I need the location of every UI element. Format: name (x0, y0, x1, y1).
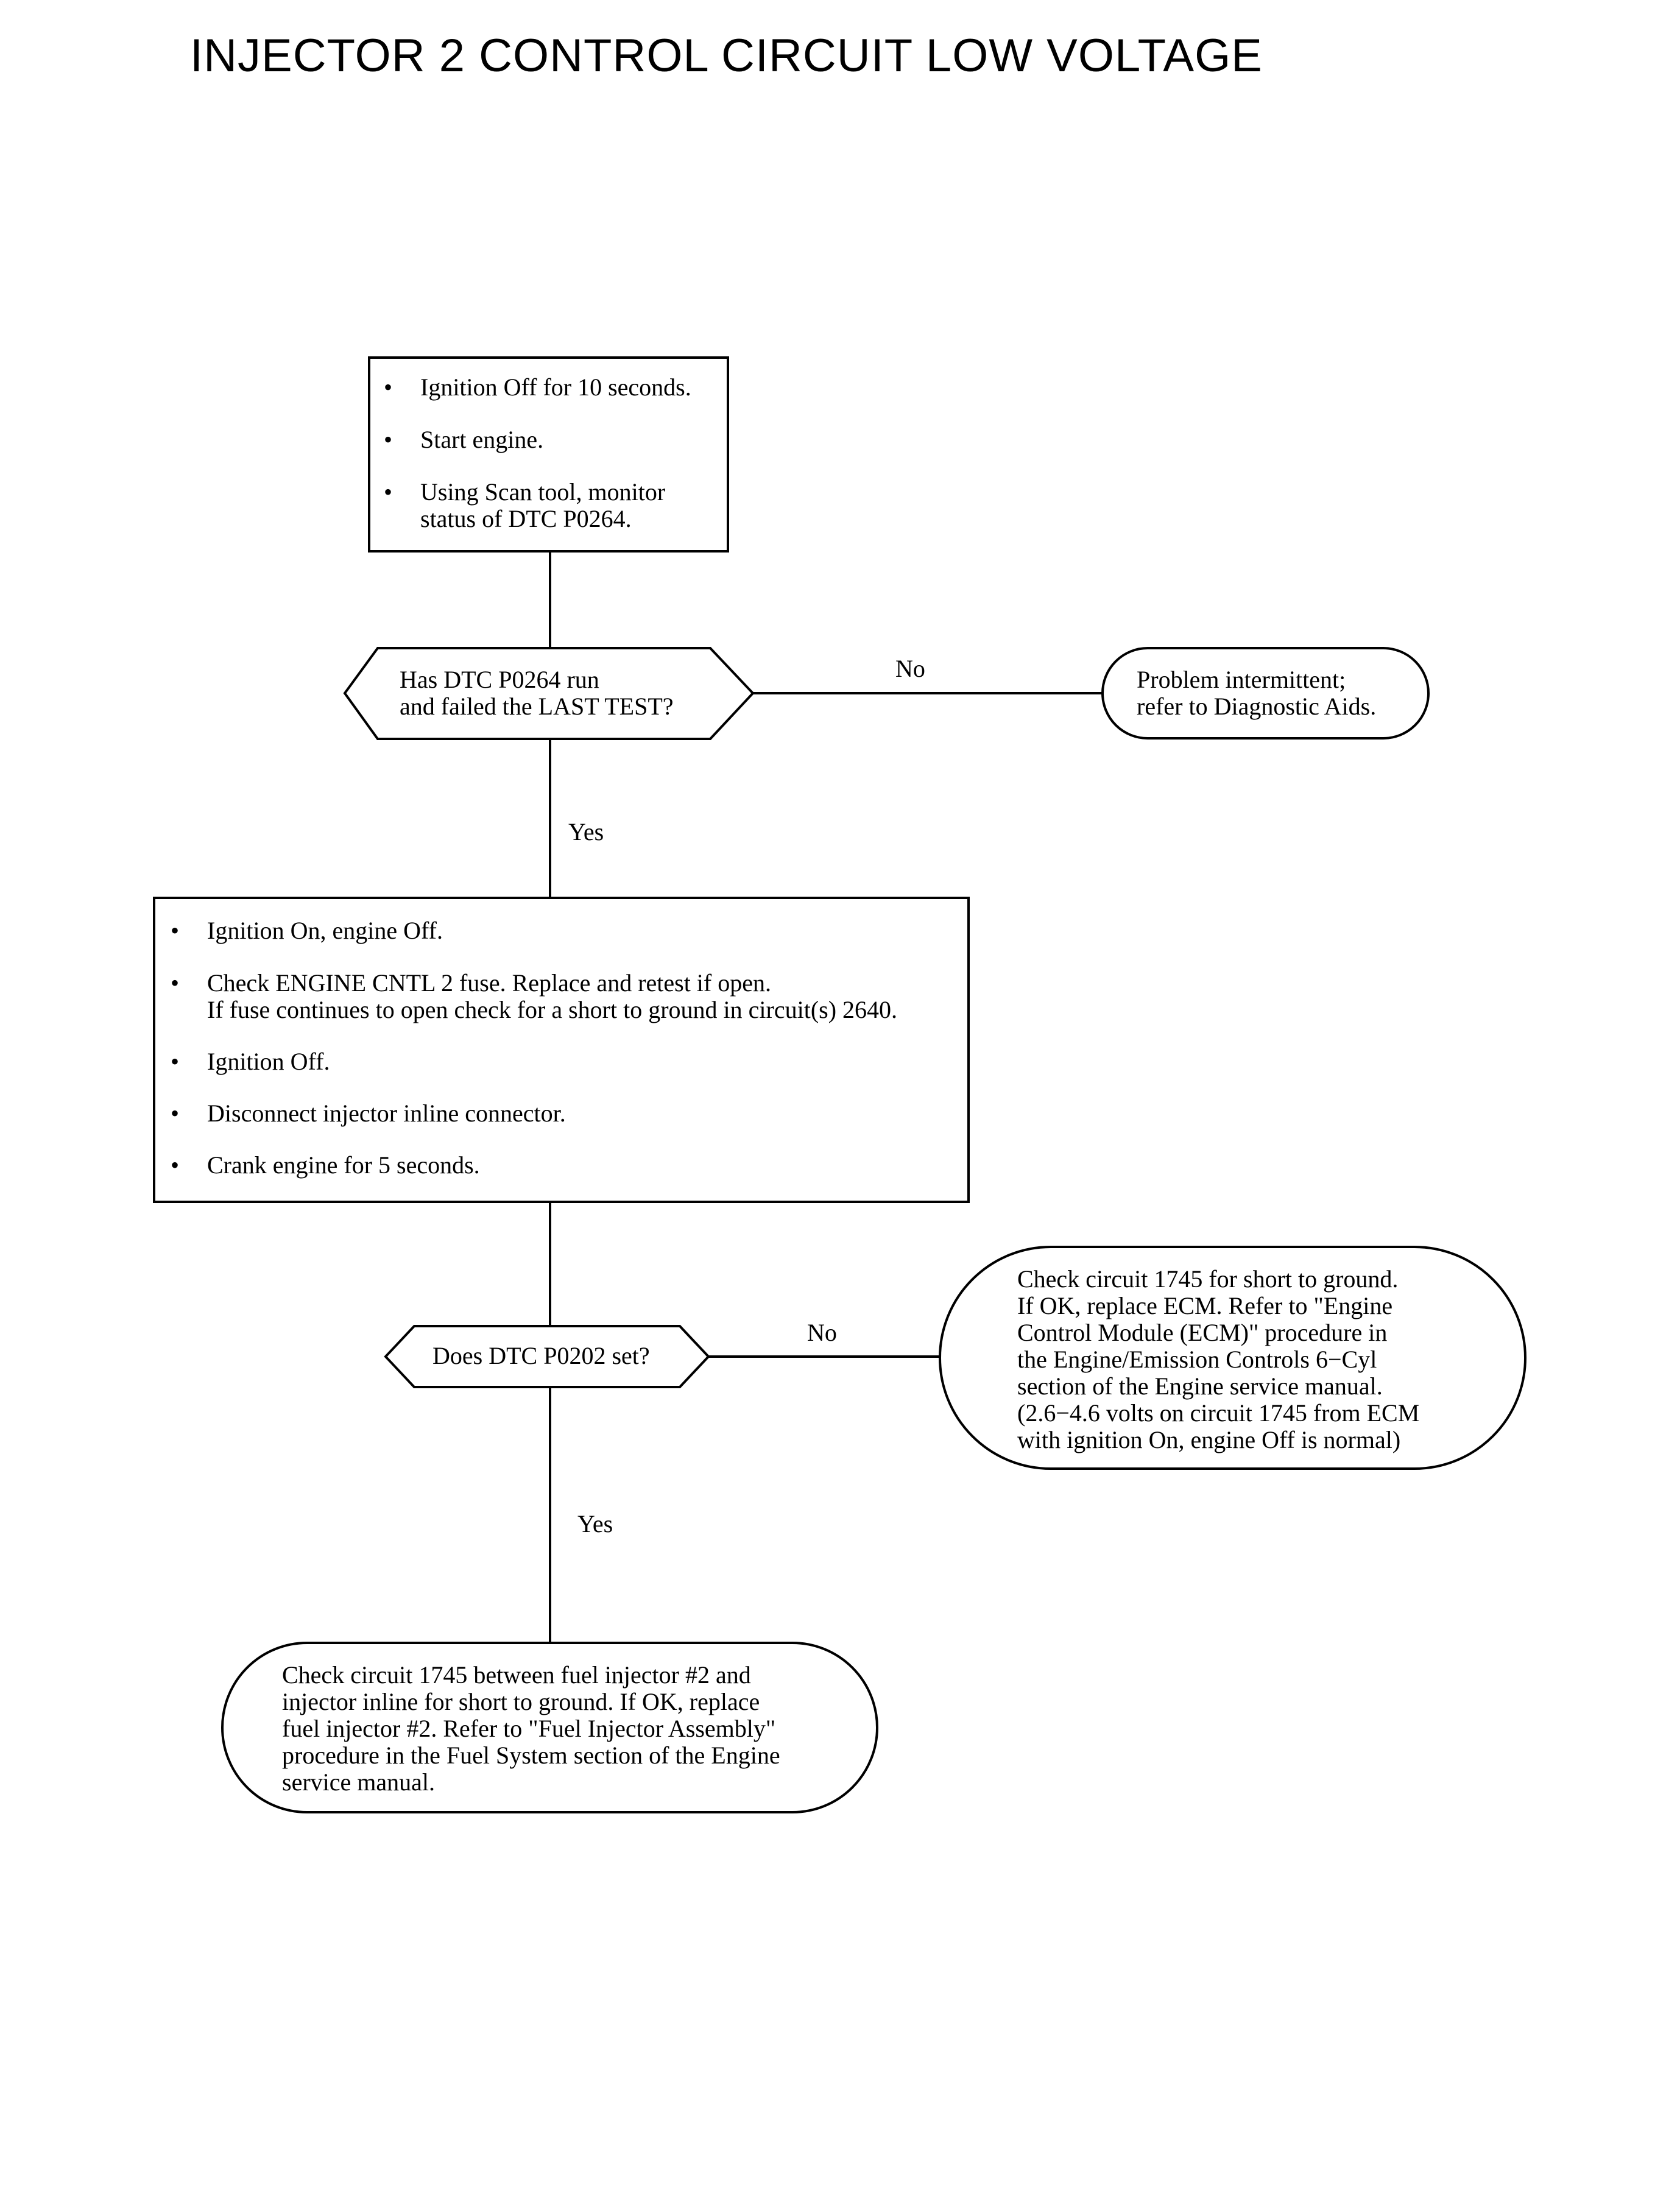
bullet-icon: • (384, 426, 393, 453)
box2-item: • Ignition Off. (171, 1048, 1060, 1075)
terminal1-text: Problem intermittent; refer to Diagnosti… (1137, 666, 1376, 720)
terminal2-line: Control Module (ECM)" procedure in (1017, 1319, 1388, 1346)
terminal-check-1745-ecm (939, 1246, 1526, 1470)
step-box-2 (153, 897, 970, 1203)
terminal2-line: (2.6−4.6 volts on circuit 1745 from ECM (1017, 1399, 1420, 1427)
terminal2-line: If OK, replace ECM. Refer to "Engine (1017, 1292, 1393, 1319)
box2-item: • Ignition On, engine Off. (171, 917, 1060, 944)
decision-diamond-2 (384, 1325, 710, 1388)
box2-item: • Check ENGINE CNTL 2 fuse. Replace and … (171, 969, 1060, 1023)
decision-diamond-1 (343, 647, 755, 740)
box1-item: • Ignition Off for 10 seconds. (384, 373, 1273, 401)
label-yes-1: Yes (568, 818, 604, 846)
label-yes-2: Yes (577, 1510, 613, 1537)
decision1-text: Has DTC P0264 run and failed the LAST TE… (400, 666, 674, 720)
page-title: INJECTOR 2 CONTROL CIRCUIT LOW VOLTAGE (190, 30, 1263, 82)
box2-item: • Disconnect injector inline connector. (171, 1100, 1060, 1127)
terminal3-line: fuel injector #2. Refer to "Fuel Injecto… (282, 1715, 776, 1742)
terminal1-line: refer to Diagnostic Aids. (1137, 693, 1377, 720)
box1-item-text: Ignition Off for 10 seconds. (420, 373, 691, 401)
terminal2-line: section of the Engine service manual. (1017, 1372, 1383, 1400)
terminal3-line: service manual. (282, 1768, 435, 1796)
bullet-icon: • (171, 1151, 180, 1179)
terminal-check-injector (221, 1642, 878, 1813)
terminal2-text: Check circuit 1745 for short to ground. … (1017, 1266, 1419, 1453)
terminal3-line: injector inline for short to ground. If … (282, 1688, 760, 1715)
label-no-2: No (807, 1319, 837, 1346)
terminal2-line: with ignition On, engine Off is normal) (1017, 1426, 1401, 1453)
box1-item: • Using Scan tool, monitor status of DTC… (384, 478, 1273, 532)
bullet-icon: • (171, 1100, 180, 1127)
box1-item-text: Start engine. (420, 426, 544, 453)
box2-item-text: Check ENGINE CNTL 2 fuse. Replace and re… (207, 969, 771, 997)
terminal3-line: procedure in the Fuel System section of … (282, 1742, 780, 1769)
terminal2-line: Check circuit 1745 for short to ground. (1017, 1265, 1399, 1293)
box1-item: • Start engine. (384, 426, 1273, 453)
box1-item-text: status of DTC P0264. (420, 505, 632, 532)
terminal1-line: Problem intermittent; (1137, 666, 1346, 693)
terminal-intermittent (1101, 647, 1430, 740)
terminal2-line: the Engine/Emission Controls 6−Cyl (1017, 1346, 1377, 1373)
bullet-icon: • (171, 917, 180, 944)
box2-item-text: Ignition On, engine Off. (207, 917, 443, 944)
terminal3-line: Check circuit 1745 between fuel injector… (282, 1661, 751, 1689)
box2-item-text: Disconnect injector inline connector. (207, 1100, 566, 1127)
terminal3-text: Check circuit 1745 between fuel injector… (282, 1662, 780, 1796)
decision2-text: Does DTC P0202 set? (432, 1342, 650, 1369)
bullet-icon: • (171, 1048, 180, 1075)
decision1-line: Has DTC P0264 run (400, 666, 599, 693)
box2-item-text: Ignition Off. (207, 1048, 330, 1075)
bullet-icon: • (384, 373, 393, 401)
decision1-line: and failed the LAST TEST? (400, 693, 674, 720)
label-no-1: No (895, 655, 925, 682)
bullet-icon: • (384, 478, 393, 506)
box1-item-text: Using Scan tool, monitor (420, 478, 666, 506)
box2-item-text: Crank engine for 5 seconds. (207, 1151, 480, 1179)
bullet-icon: • (171, 969, 180, 997)
box2-item: • Crank engine for 5 seconds. (171, 1151, 1060, 1179)
step-box-1 (368, 356, 729, 552)
box2-item-text: If fuse continues to open check for a sh… (207, 996, 898, 1023)
